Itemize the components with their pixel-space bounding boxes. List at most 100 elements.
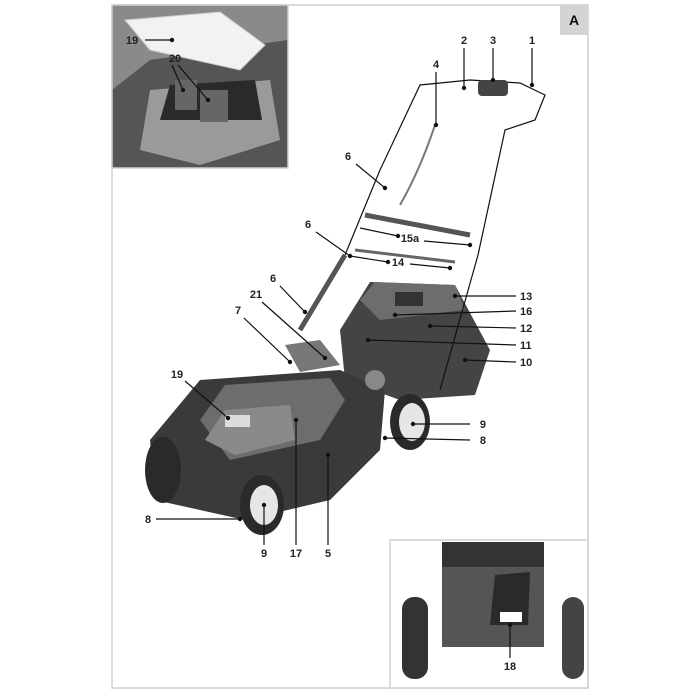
callout-4: 4 <box>433 59 440 128</box>
callout-label: 6 <box>345 151 351 163</box>
leader-dot <box>382 185 388 191</box>
callout-label: 9 <box>480 419 486 431</box>
callout-label: 10 <box>520 357 532 369</box>
leader-dot <box>507 622 513 628</box>
callout-2: 2 <box>461 35 467 91</box>
callout-12: 12 <box>427 323 532 335</box>
leader-dot <box>462 357 468 363</box>
leader-dot <box>205 97 211 103</box>
callout-5: 5 <box>325 452 331 560</box>
callout-label: 8 <box>480 435 486 447</box>
leader-line <box>384 437 471 441</box>
callout-9: 9 <box>410 419 486 431</box>
leader-dot <box>365 337 371 343</box>
callout-21: 21 <box>250 289 328 361</box>
callout-label: 2 <box>461 35 467 47</box>
callout-label: 6 <box>270 273 276 285</box>
leader-dot <box>395 233 401 239</box>
callout-label: 17 <box>290 548 302 560</box>
callout-label: 6 <box>305 219 311 231</box>
leader-dot <box>302 309 308 315</box>
leader-line <box>464 359 517 363</box>
callout-label: 19 <box>126 35 138 47</box>
leader-dot <box>467 242 473 248</box>
leader-dot <box>261 502 267 508</box>
leader-dot <box>529 82 535 88</box>
callout-label: 13 <box>520 291 532 303</box>
leader-line <box>355 163 386 189</box>
callout-20: 20 <box>169 53 211 103</box>
figure-letter-box <box>560 5 588 35</box>
callout-label: 4 <box>433 59 440 71</box>
leader-dot <box>287 359 293 365</box>
callout-label: 11 <box>520 340 532 352</box>
callout-label: 8 <box>145 514 151 526</box>
callout-label: 14 <box>392 257 405 269</box>
callout-7: 7 <box>235 305 293 365</box>
callout-label: 18 <box>504 661 516 673</box>
callout-1: 1 <box>529 35 535 88</box>
leader-line <box>243 317 291 363</box>
leader-line <box>367 339 517 346</box>
callout-6: 6 <box>270 273 308 315</box>
callout-3: 3 <box>490 35 496 83</box>
callout-18: 18 <box>504 622 516 673</box>
callout-17: 17 <box>290 417 302 560</box>
callout-9: 9 <box>261 502 267 560</box>
leader-line <box>394 310 517 316</box>
leader-dot <box>237 516 243 522</box>
callout-15a: 15a <box>359 227 473 248</box>
callout-8: 8 <box>145 514 243 526</box>
leader-line <box>315 231 351 257</box>
leader-dot <box>447 265 453 271</box>
leader-dot <box>452 293 458 299</box>
callout-19: 19 <box>126 35 175 47</box>
callout-label: 3 <box>490 35 496 47</box>
callout-label: 5 <box>325 548 331 560</box>
callout-10: 10 <box>462 357 532 369</box>
leader-dot <box>392 312 398 318</box>
leader-line <box>409 263 451 269</box>
leader-dot <box>322 355 328 361</box>
leader-line <box>359 227 399 237</box>
callout-label: 16 <box>520 306 532 318</box>
leader-dot <box>461 85 467 91</box>
leader-dot <box>169 37 175 43</box>
callout-8: 8 <box>382 435 486 447</box>
callout-label: 15a <box>401 233 420 245</box>
leader-line <box>429 325 517 329</box>
inset-battery-compartment <box>111 4 289 169</box>
leader-line <box>171 64 184 91</box>
callout-6: 6 <box>345 151 388 191</box>
callout-label: 12 <box>520 323 532 335</box>
leader-line <box>279 285 306 313</box>
callout-label: 21 <box>250 289 262 301</box>
leader-dot <box>433 122 439 128</box>
callout-label: 1 <box>529 35 535 47</box>
leader-dot <box>410 421 416 427</box>
callout-13: 13 <box>452 291 532 303</box>
callout-label: 7 <box>235 305 241 317</box>
leader-line <box>349 255 389 263</box>
leader-dot <box>225 415 231 421</box>
callout-14: 14 <box>349 255 453 271</box>
leader-dot <box>325 452 331 458</box>
leader-line <box>177 64 209 101</box>
leader-dot <box>490 77 496 83</box>
callout-16: 16 <box>392 306 532 318</box>
leader-dot <box>427 323 433 329</box>
figure-letter: A <box>569 12 579 28</box>
callout-label: 9 <box>261 548 267 560</box>
leader-dot <box>180 87 186 93</box>
leader-line <box>261 301 326 359</box>
leader-line <box>184 380 229 419</box>
callout-19: 19 <box>171 369 231 421</box>
leader-line <box>423 240 471 246</box>
leader-dot <box>293 417 299 423</box>
leader-dot <box>382 435 388 441</box>
leader-dot <box>385 259 391 265</box>
callout-label: 19 <box>171 369 183 381</box>
callout-label: 20 <box>169 53 181 65</box>
inset-rear-view <box>389 539 589 689</box>
